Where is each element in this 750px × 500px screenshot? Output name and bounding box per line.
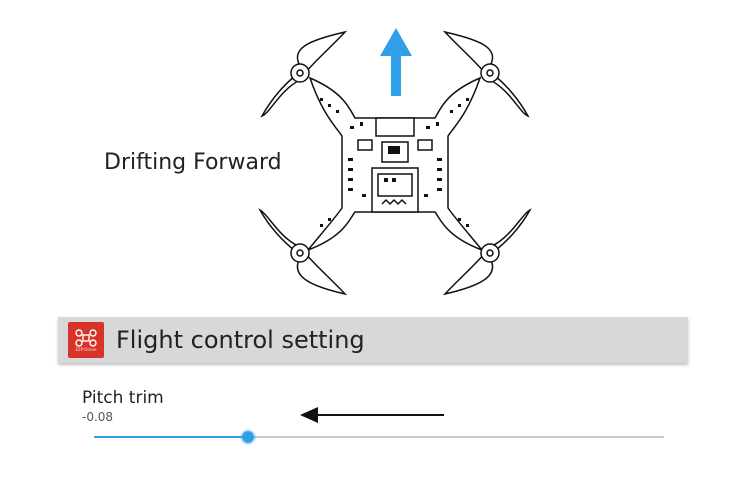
arrow-left-icon bbox=[300, 407, 444, 423]
logo-text: ESP-Drone bbox=[75, 346, 97, 352]
slider-fill bbox=[94, 436, 248, 438]
drone-logo-icon bbox=[75, 328, 97, 347]
app-logo: ESP-Drone bbox=[68, 322, 104, 358]
drone-diagram bbox=[250, 18, 540, 308]
pitch-trim-label: Pitch trim bbox=[82, 388, 164, 408]
slider-track[interactable] bbox=[94, 436, 664, 438]
pitch-trim-slider[interactable] bbox=[94, 428, 664, 446]
drift-status-label: Drifting Forward bbox=[104, 150, 282, 175]
settings-header: ESP-Drone Flight control setting bbox=[58, 317, 688, 363]
slider-thumb[interactable] bbox=[242, 431, 254, 443]
page-title: Flight control setting bbox=[116, 326, 365, 354]
forward-arrow bbox=[378, 26, 414, 98]
pitch-trim-value: -0.08 bbox=[82, 410, 114, 424]
arrow-up-icon bbox=[380, 28, 412, 96]
quadcopter-drone-icon bbox=[258, 30, 532, 296]
adjust-direction-arrow bbox=[300, 404, 446, 426]
